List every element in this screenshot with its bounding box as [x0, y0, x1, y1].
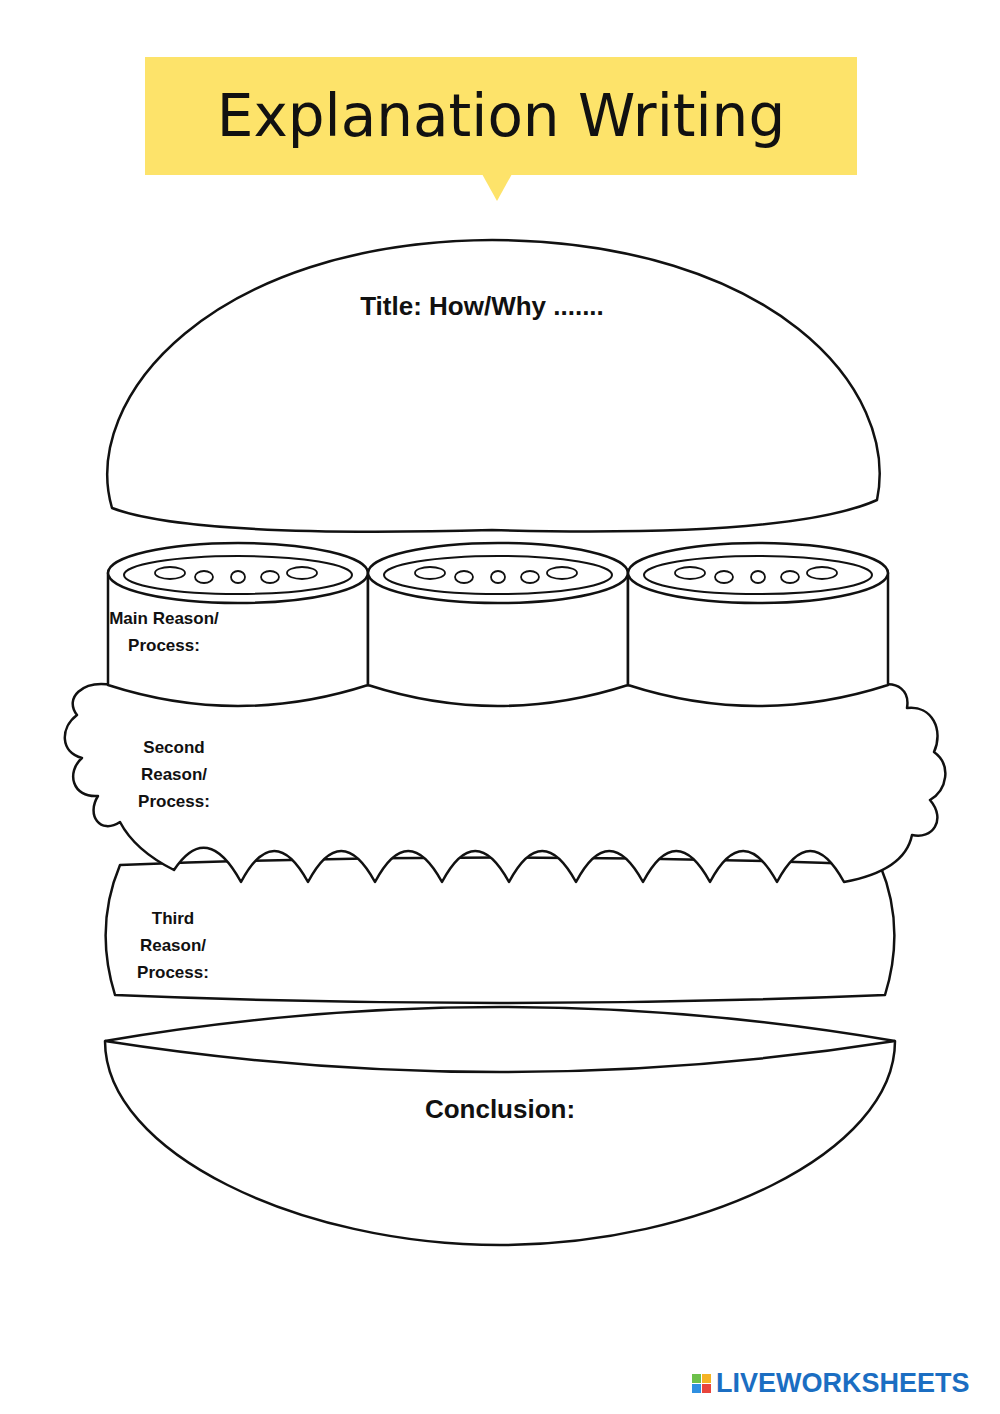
- page-title: Explanation Writing: [217, 82, 785, 150]
- top-bun: Title: How/Why .......: [92, 238, 892, 538]
- tomato-slice: [368, 543, 628, 706]
- banner-tail: [482, 174, 512, 201]
- bottom-bun-rim: [105, 1041, 895, 1072]
- reason-label: Main Reason/ Process:: [108, 605, 220, 659]
- bottom-bun-shape: [100, 1003, 900, 1248]
- bottom-bun: Conclusion:: [100, 1003, 900, 1248]
- tomato-layer: Main Reason/ Process:: [105, 535, 895, 725]
- title-banner: Explanation Writing: [145, 57, 857, 175]
- lettuce-outline: [65, 684, 946, 882]
- tomato-slice: [108, 543, 368, 706]
- reason-label: Third Reason/ Process:: [117, 905, 229, 986]
- patty-layer: Third Reason/ Process:: [100, 855, 905, 1010]
- label-holder: LIVEWORKSHEETS: [716, 1368, 970, 1399]
- patty-layer-shape: [100, 855, 905, 1010]
- tomato-slice: [628, 543, 888, 706]
- top-bun-outline: [107, 240, 879, 532]
- tomato-layer-shape: [105, 535, 895, 725]
- title-prompt: Title: How/Why .......: [92, 290, 872, 322]
- conclusion-label: Conclusion:: [100, 1093, 900, 1125]
- top-bun-shape: [92, 238, 892, 538]
- bottom-bun-outline: [105, 1007, 895, 1245]
- watermark: LIVEWORKSHEETS: [716, 1368, 970, 1399]
- watermark-icon: [692, 1374, 711, 1393]
- reason-label: Second Reason/ Process:: [118, 734, 230, 815]
